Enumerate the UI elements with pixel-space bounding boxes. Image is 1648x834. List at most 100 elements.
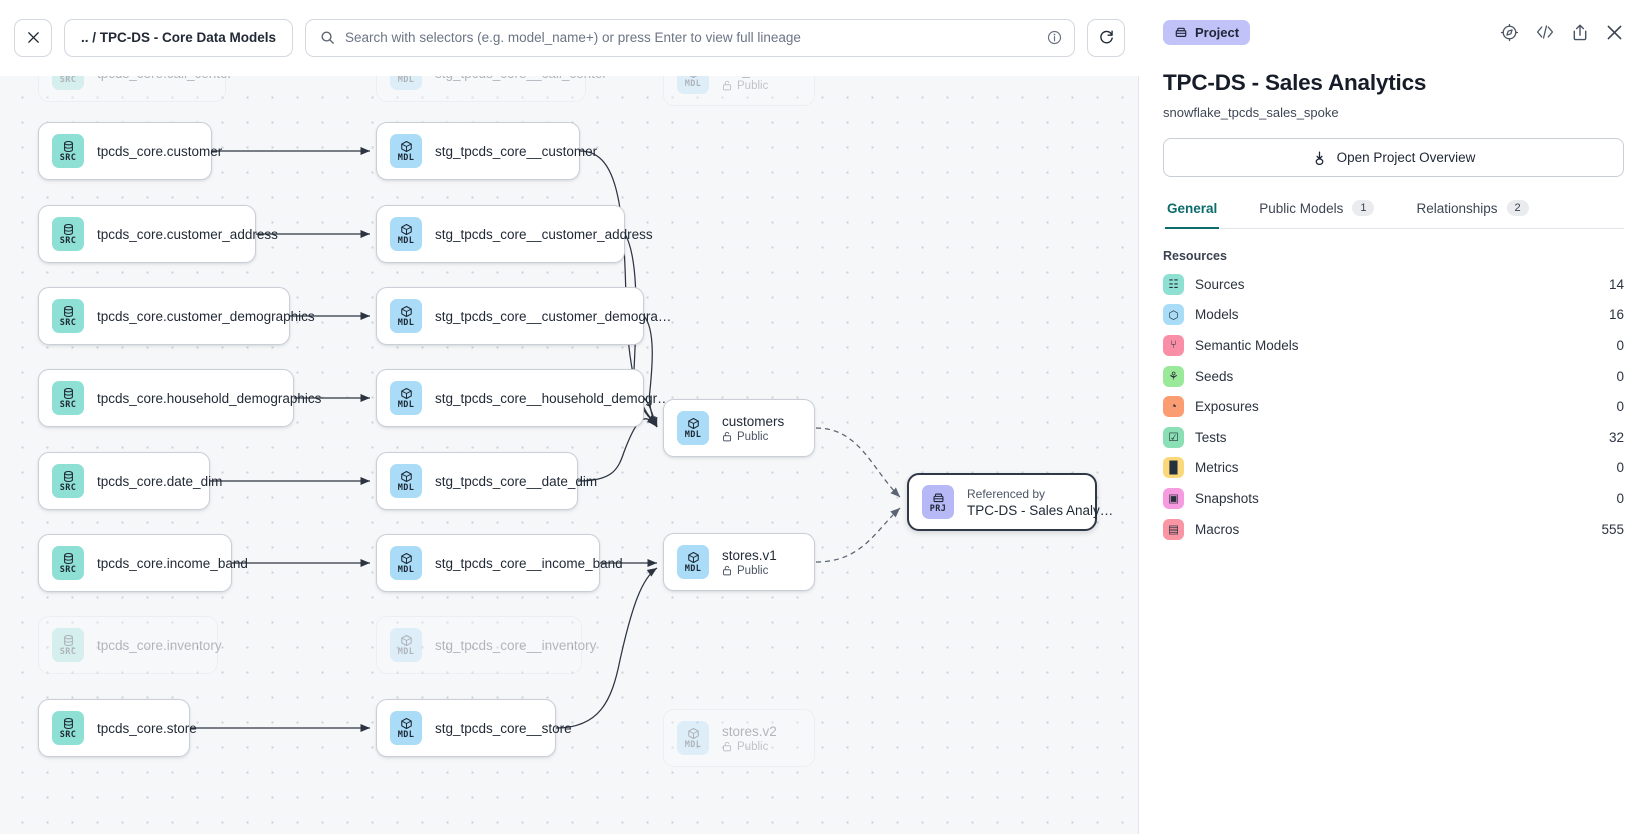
node-relation-label: Referenced by (967, 486, 1046, 501)
code-icon[interactable] (1535, 23, 1555, 41)
node-label: stores.v2 (722, 723, 777, 739)
node-type-tag: SRC (59, 482, 77, 493)
page-title: TPC-DS - Sales Analytics (1163, 70, 1427, 95)
close-lineage-button[interactable] (14, 18, 52, 57)
src-badge-icon: SRC (52, 134, 84, 168)
node-label: tpcds_core.customer_demographics (97, 308, 315, 324)
tab-count-badge: 1 (1352, 200, 1375, 216)
node-type-tag: MDL (397, 74, 415, 85)
share-icon[interactable] (1571, 23, 1589, 42)
node-text: tpcds_core.inventory (97, 637, 222, 653)
tab-general[interactable]: General (1165, 197, 1220, 229)
open-project-overview-button[interactable]: Open Project Overview (1163, 138, 1624, 177)
node-type-tag: SRC (59, 729, 77, 740)
refresh-button[interactable] (1087, 18, 1125, 57)
mdl-badge-icon: MDL (677, 545, 709, 579)
resource-kind-label: Project (1195, 24, 1240, 40)
compass-icon[interactable] (1500, 23, 1519, 42)
lineage-node-mdl_date_dim[interactable]: MDL stg_tpcds_core__date_dim (376, 452, 597, 510)
mdl-badge-icon: MDL (390, 464, 422, 498)
src-badge-icon: SRC (52, 546, 84, 580)
dbt-logo-icon (1315, 150, 1324, 165)
node-type-tag: SRC (59, 74, 77, 85)
resource-count: 32 (1608, 429, 1624, 445)
resource-label: Exposures (1195, 399, 1259, 415)
node-label: TPC-DS - Sales Analy… (967, 502, 1114, 518)
node-text: stg_tpcds_core__store (435, 720, 572, 736)
node-text: stg_tpcds_core__date_dim (435, 474, 597, 489)
lineage-node-src_cust_addr[interactable]: SRC tpcds_core.customer_address (38, 205, 278, 263)
node-access-badge: Public (722, 431, 784, 443)
lineage-node-mdl_hh_demo[interactable]: MDL stg_tpcds_core__household_demogr… (376, 369, 671, 427)
node-type-tag: MDL (684, 739, 702, 750)
mdl-badge-icon: MDL (390, 628, 422, 662)
close-icon[interactable] (1605, 23, 1624, 42)
node-access-badge: Public (722, 565, 777, 577)
search-input[interactable] (345, 30, 1037, 45)
search-bar[interactable] (305, 18, 1075, 57)
gauge-icon: ◔ (1163, 396, 1184, 418)
node-text: stg_tpcds_core__customer (435, 144, 597, 159)
node-label: tpcds_core.inventory (97, 637, 222, 653)
resource-count: 0 (1616, 337, 1624, 353)
mdl-badge-icon: MDL (390, 217, 422, 251)
resource-label: Models (1195, 307, 1239, 323)
resource-kind-chip[interactable]: Project (1163, 19, 1251, 45)
semantic-graph-icon: ⑂ (1163, 334, 1184, 356)
database-icon: ☷ (1163, 273, 1184, 295)
src-badge-icon: SRC (52, 711, 84, 745)
bar-chart-icon: █ (1163, 457, 1184, 479)
clipboard-check-icon: ☑ (1163, 426, 1184, 448)
node-type-tag: MDL (684, 429, 702, 440)
node-label: customers (722, 413, 785, 429)
info-icon[interactable] (1047, 30, 1062, 45)
node-type-tag: SRC (59, 399, 77, 410)
resource-count: 555 (1601, 521, 1624, 537)
node-text: tpcds_core.customer_demographics (97, 308, 315, 324)
node-label: stg_tpcds_core__household_demogr… (435, 390, 671, 406)
mdl-badge-icon: MDL (390, 381, 422, 415)
lineage-canvas[interactable]: SRCtpcds_core.call_centerMDLstg_tpcds_co… (0, 0, 1139, 834)
resource-label: Tests (1195, 429, 1227, 445)
src-badge-icon: SRC (52, 217, 84, 251)
breadcrumb[interactable]: .. / TPC-DS - Core Data Models (64, 18, 294, 57)
node-label: tpcds_core.customer_address (97, 226, 278, 242)
node-access-badge: Public (722, 80, 794, 92)
node-text: stg_tpcds_core__customer_demogra… (435, 309, 671, 324)
seed-icon: ⚘ (1163, 365, 1184, 387)
node-type-tag: SRC (59, 564, 77, 575)
lineage-node-mdl_inventory[interactable]: MDL stg_tpcds_core__inventory (376, 616, 596, 674)
node-type-tag: PRJ (929, 503, 947, 514)
node-text: stg_tpcds_core__inventory (435, 638, 596, 653)
resource-row-tests[interactable]: ☑ Tests 32 (1163, 422, 1624, 453)
resource-label: Snapshots (1195, 490, 1259, 506)
node-label: stg_tpcds_core__store (435, 720, 572, 736)
